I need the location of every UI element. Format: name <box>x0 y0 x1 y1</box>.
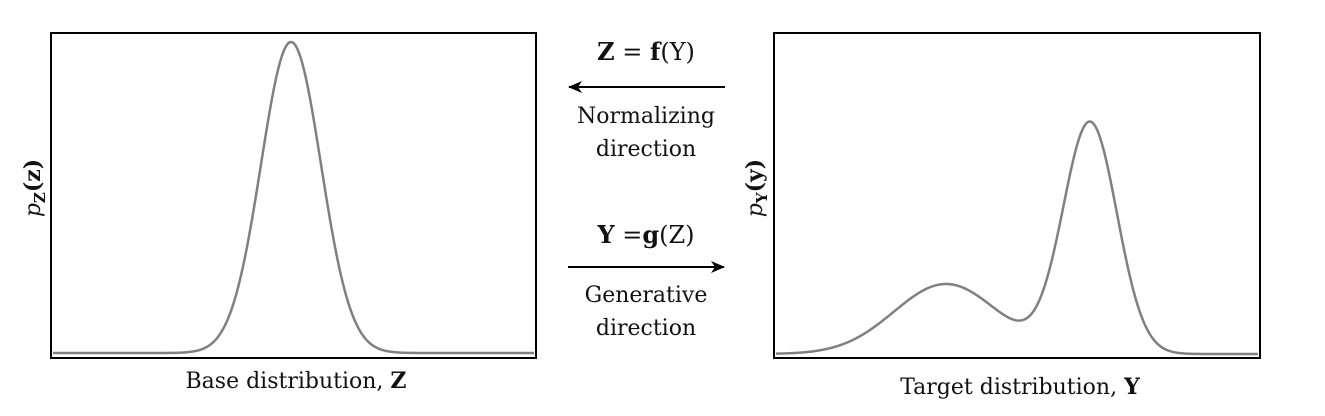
generative-caption-line2: direction <box>596 316 696 341</box>
base-density-curve <box>53 40 534 355</box>
target-plot-frame <box>773 32 1261 359</box>
generative-direction: Y =g(Z) Generative direction <box>568 220 725 341</box>
base-xlabel: Base distribution, Z <box>186 368 407 394</box>
normalizing-direction: Z = f(Y) Normalizing direction <box>568 37 725 162</box>
base-distribution-panel: pZ(z) Base distribution, Z <box>20 32 537 394</box>
target-xlabel: Target distribution, Y <box>900 374 1140 400</box>
generative-caption-line1: Generative <box>585 283 708 308</box>
normalizing-caption-line1: Normalizing <box>577 104 715 129</box>
target-ylabel: pY(y) <box>742 159 771 217</box>
target-distribution-panel: pY(y) Target distribution, Y <box>742 32 1261 400</box>
normalizing-caption-line2: direction <box>596 137 696 162</box>
base-ylabel: pZ(z) <box>20 159 49 217</box>
base-plot-frame <box>50 32 537 359</box>
normalizing-equation: Z = f(Y) <box>597 37 695 66</box>
target-density-curve <box>775 120 1258 356</box>
generative-equation: Y =g(Z) <box>596 220 694 249</box>
